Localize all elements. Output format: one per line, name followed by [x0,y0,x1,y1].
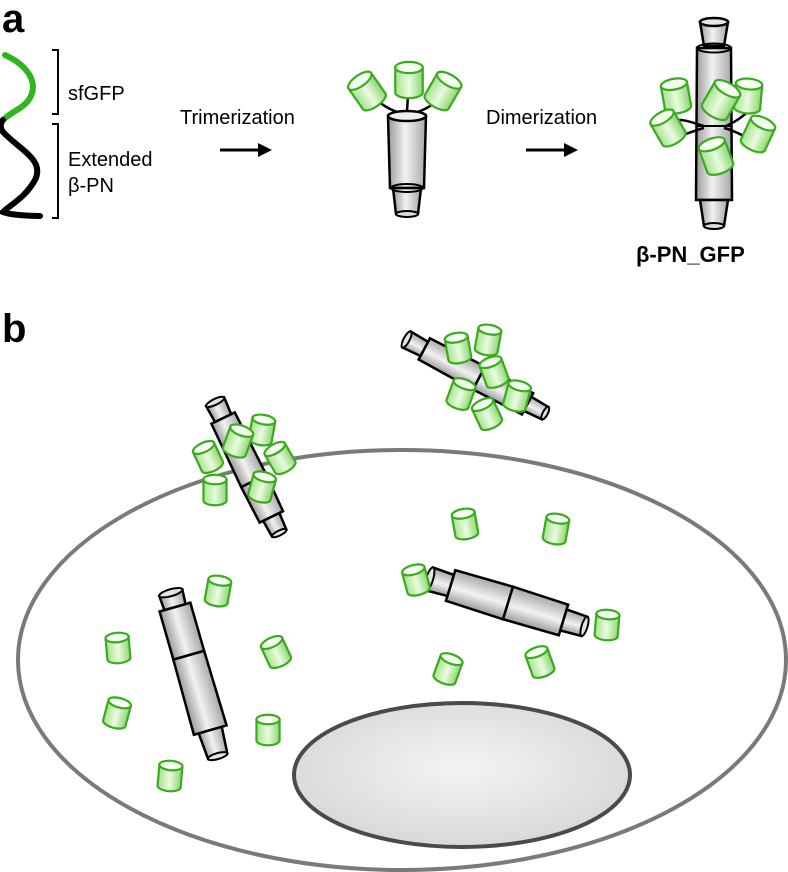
gfp-barrel-free [593,608,621,642]
gfp-barrel-free [104,631,132,665]
free-beta-pn-rod [157,586,229,762]
fusion-strand [0,52,43,219]
gfp-barrel-free [203,574,233,608]
gfp-barrel-membrane-assembly [263,440,297,476]
extended-beta-pn-strand [0,117,43,219]
gfp-barrel-membrane-assembly [202,473,228,507]
gfp-barrel-free [541,512,571,546]
cell-membrane [16,448,788,872]
gfp-barrel-assembly [697,136,735,176]
gfp-barrel-extracellular-assembly [443,331,473,365]
gfp-barrel-trimer [394,60,424,100]
gfp-barrel-assembly [732,77,764,115]
gfp-barrel-membrane-assembly [247,470,278,504]
gfp-barrel-extracellular-assembly [502,379,533,413]
dimerization-label: Dimerization [486,107,597,129]
product-label: β-PN_GFP [636,242,745,267]
gfp-barrel-free [450,507,480,541]
gfp-barrel-extracellular-assembly [470,396,504,432]
dimer-rod [694,46,734,202]
gfp-barrel-free [259,634,293,670]
arrow-right-icon [526,143,578,157]
extended-bracket [52,123,59,219]
sfgfp-label: sfGFP [68,83,125,105]
extended-label-line2: β-PN [68,175,114,197]
trimer-rod [386,114,428,190]
gfp-barrel-trimer [347,70,387,112]
nucleus [292,701,632,849]
arrow-right-icon [220,143,272,157]
sfgfp-bracket [52,49,59,115]
gfp-barrel-extracellular-assembly [445,377,477,411]
gfp-barrel-assembly [659,77,693,115]
trimerization-label: Trimerization [180,107,295,129]
gfp-barrel-assembly [649,108,687,148]
panel-b-letter: b [2,307,26,351]
extended-label-line1: Extended [68,149,153,171]
gfp-barrel-extracellular-assembly [478,355,510,389]
panel-a-letter: a [2,0,25,41]
gfp-barrel-assembly [739,114,777,154]
gfp-barrel-trimer [423,70,463,112]
gfp-barrel-extracellular-assembly [473,323,503,357]
gfp-barrel-layer [102,60,777,793]
gfp-barrel-free [156,759,184,793]
gfp-barrel-free [432,652,464,686]
gfp-barrel-free [400,563,431,597]
gfp-barrel-membrane-assembly [191,439,225,475]
gfp-barrel-free [255,713,281,747]
gfp-barrel-free [524,645,556,679]
free-beta-pn-rod [423,565,590,638]
sfgfp-strand [0,52,36,123]
trimer [371,89,441,218]
gfp-barrel-assembly [700,78,742,122]
gfp-barrel-free [102,696,133,730]
gfp-barrel-membrane-assembly [221,423,255,459]
